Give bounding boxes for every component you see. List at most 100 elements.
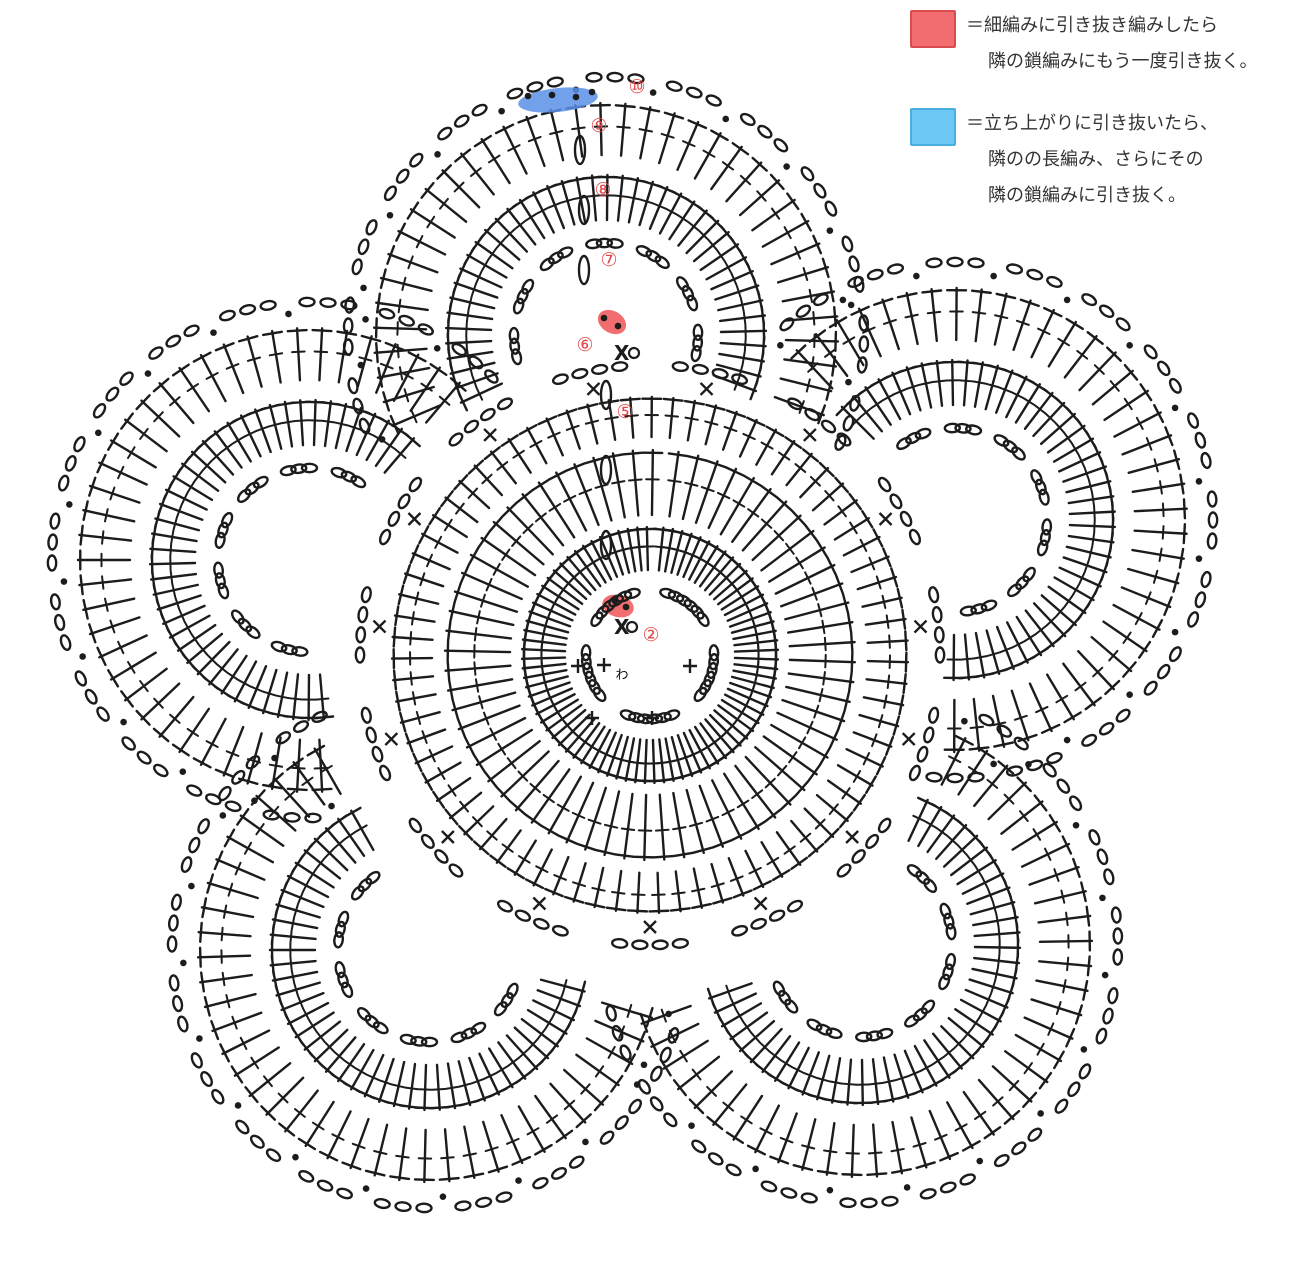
round5-stitch-top — [752, 879, 772, 891]
petal-lower-left-row8-stitch — [520, 1018, 559, 1048]
round5-stitch-bar — [888, 634, 891, 649]
petal-top-chain-row7-loop — [516, 287, 529, 305]
round5-stitch — [420, 532, 459, 554]
round3-stitch — [723, 693, 765, 716]
petal-lower-right-row9-stitch-bar — [759, 1127, 773, 1135]
petal-upper-left-picot-dot — [79, 653, 86, 660]
petal-upper-right-row9-stitch — [1120, 586, 1172, 609]
petal-lower-left-picot-dot — [188, 882, 195, 890]
petal-lower-left-picot-loop — [667, 1027, 680, 1044]
petal-upper-right-row8-stitch-bar — [1093, 505, 1096, 520]
petal-upper-left-chain-row7-loop — [290, 463, 308, 475]
petal-lower-right-row8-stitch — [966, 886, 1011, 905]
petal-lower-left-row8-stitch-bar — [289, 956, 293, 971]
petal-lower-left-row8-stitch-bar — [315, 1030, 326, 1043]
petal-lower-right-row8-stitch — [787, 1046, 810, 1090]
petal-lower-left-row9-stitch-bar — [395, 1154, 410, 1159]
petal-top-row9-stitch — [549, 108, 565, 162]
petal-lower-left-row8-stitch-bar — [333, 1051, 346, 1062]
round4-stitch-top — [594, 848, 616, 856]
petal-upper-left-row8-stitch-bar — [288, 697, 303, 701]
petal-top-chain-row7-loop — [692, 323, 704, 342]
petal-lower-left-picot-loop — [298, 1170, 315, 1183]
petal-lower-left-row8-stitch — [532, 999, 576, 1022]
petal-lower-right-row9-stitch — [977, 1078, 1015, 1121]
petal-upper-left-row9-stitch — [140, 682, 181, 721]
petal-lower-left-row9-stitch-bar — [594, 1065, 605, 1078]
petal-upper-left-picot-loop — [73, 436, 86, 453]
petal-top-row8-stitch-bar — [524, 212, 538, 222]
petal-upper-right-picot-loop — [1081, 733, 1098, 747]
petal-top-row8-stitch — [484, 228, 521, 261]
petal-lower-left-row9-stitch-bar — [221, 971, 226, 987]
round4-stitch — [668, 450, 680, 518]
petal-lower-right-picot-loop — [637, 1078, 652, 1095]
petal-upper-right-row9-stitch-top — [1104, 679, 1121, 696]
round3-stitch — [682, 731, 703, 774]
petal-lower-right-chain-row7-loop — [923, 877, 938, 893]
petal-lower-left-row9-stitch-top — [199, 921, 203, 943]
round5-stitch — [775, 831, 802, 866]
petal-top-row9-stitch-top — [375, 292, 382, 314]
round3-stitch — [590, 539, 613, 581]
row-labels: わ ② ⑤ ⑥ ⑦ ⑧ ⑨ ⑩ — [576, 76, 659, 683]
round4-stitch — [643, 793, 648, 862]
petal-lower-left-row8-stitch-bar — [483, 1072, 497, 1080]
petal-upper-left-row8-stitch-bar — [210, 451, 223, 462]
round3-stitch — [676, 532, 693, 576]
round5-stitch — [444, 496, 479, 524]
petal-upper-left-row8-stitch — [162, 604, 206, 625]
petal-upper-left-row9-stitch-top — [286, 328, 308, 333]
petal-lower-right-picot-loop — [978, 713, 995, 727]
petal-upper-right-row9-stitch-top — [808, 329, 827, 343]
round6-single-crochet — [407, 512, 422, 526]
round4-stitch — [444, 664, 512, 672]
petal-top-picot-loop — [773, 138, 789, 153]
round5-stitch-top — [524, 878, 545, 890]
petal-lower-right-picot-dot — [1099, 894, 1106, 902]
petal-upper-right-row8-stitch — [1053, 576, 1095, 602]
petal-lower-left-picot-loop — [172, 995, 184, 1013]
petal-lower-left-picot-loop — [415, 1202, 433, 1214]
round3-stitch — [536, 592, 577, 616]
round5-stitch-bar — [447, 784, 457, 797]
petal-lower-left-row9-stitch — [272, 776, 311, 818]
petal-lower-right-picot-dot — [1037, 1110, 1044, 1117]
round5-stitch-bar — [868, 556, 876, 571]
petal-upper-left-row9-stitch — [124, 418, 168, 453]
petal-upper-left-row9-stitch-bar — [246, 356, 261, 362]
petal-lower-right-picot-loop — [1112, 948, 1124, 966]
round5-stitch-bar — [881, 594, 887, 609]
petal-lower-right-picot-dot — [752, 1165, 759, 1173]
round5-stitch-top — [872, 528, 884, 548]
petal-lower-right-picot-loop — [1011, 1141, 1027, 1156]
petal-top-row8-stitch — [638, 180, 654, 227]
petal-lower-right-picot-loop — [1102, 1007, 1114, 1025]
petal-lower-left-row9-stitch-top — [364, 1169, 386, 1177]
round4-stitch-bar — [822, 671, 826, 686]
petal-lower-left-row9-stitch-top — [286, 757, 304, 771]
petal-top-row8-stitch-top — [749, 380, 759, 401]
round5-stitch — [532, 848, 553, 887]
petal-lower-right-row9-stitch — [991, 1065, 1033, 1103]
petal-top-row8-stitch-bar — [652, 202, 667, 210]
round5-stitch — [526, 426, 548, 465]
round4-stitch-top — [829, 728, 840, 749]
petal-lower-left-row9-stitch-top — [260, 1105, 277, 1121]
round4-stitch-top — [449, 601, 456, 622]
petal-upper-left-picot-loop — [283, 811, 301, 823]
row-marker-7: ⑦ — [600, 249, 617, 271]
petal-lower-right-chain-row7-loop — [912, 1007, 928, 1022]
petal-lower-right-row9-stitch-top — [1086, 955, 1091, 977]
round5-stitch-top — [818, 461, 835, 478]
round4-stitch-top — [614, 853, 636, 858]
petal-top-row9-stitch-top — [710, 129, 729, 142]
petal-upper-right-chain-row7-loop — [993, 434, 1010, 448]
petal-top-row9-stitch-top — [377, 366, 384, 388]
round5-stitch — [721, 410, 738, 451]
round5-stitch-top — [428, 507, 441, 526]
highlight-dot — [524, 92, 532, 100]
petal-upper-right-picot-dot — [1126, 691, 1133, 698]
round5-stitch — [395, 693, 437, 703]
petal-upper-right-row8-stitch-bar — [1064, 594, 1074, 608]
